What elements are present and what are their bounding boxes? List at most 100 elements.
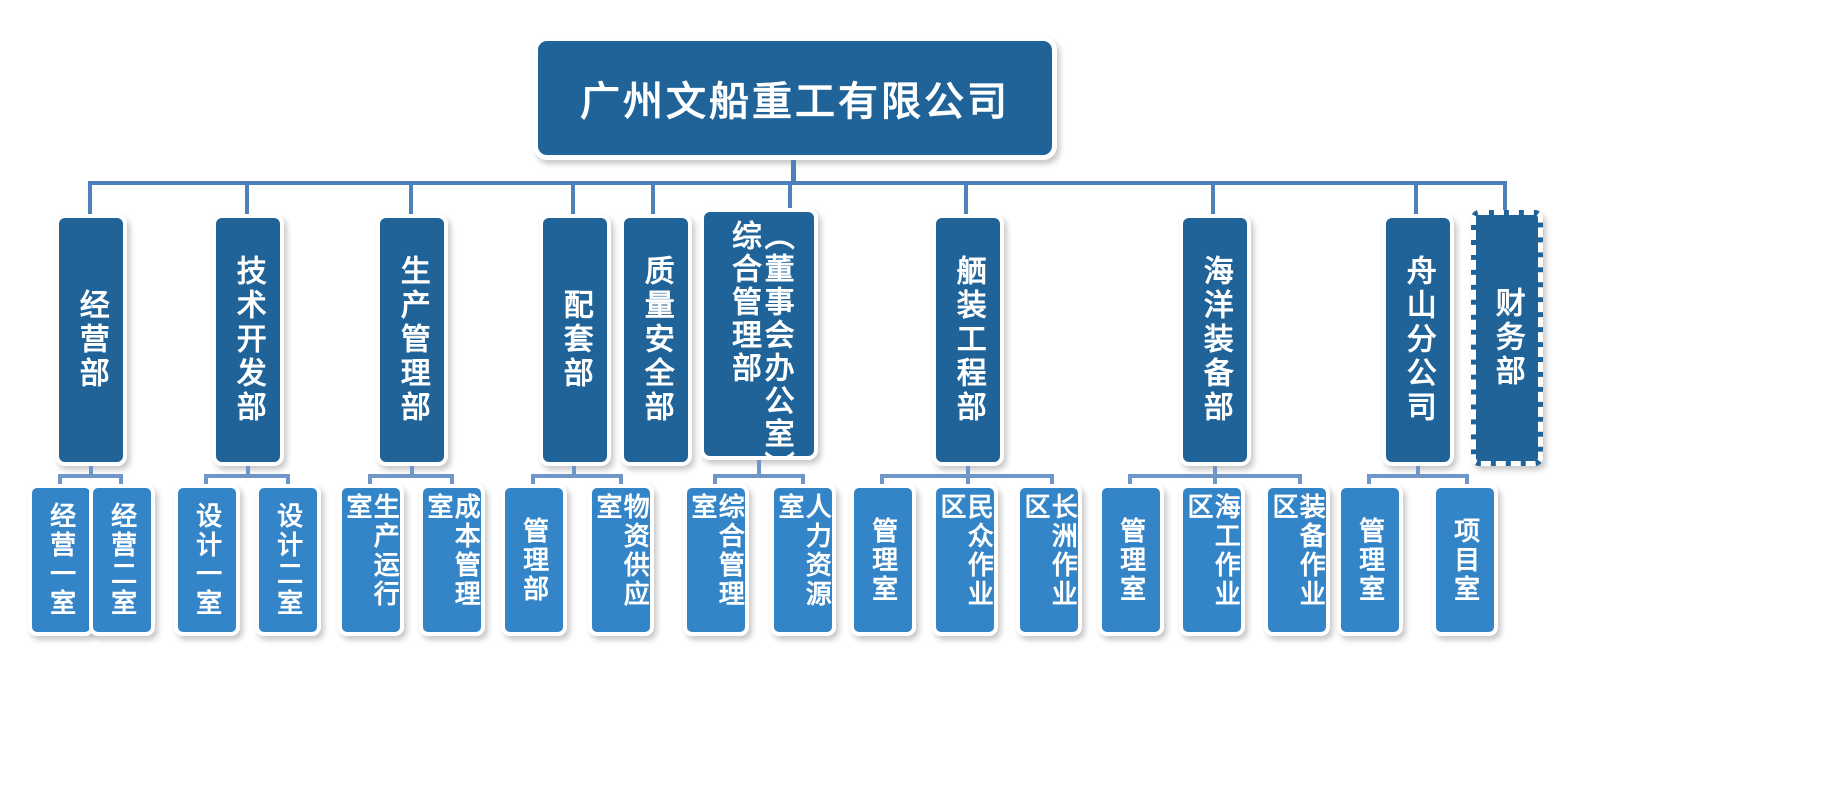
org-node-caiwu[interactable]: 财务部 [1471,210,1543,466]
connector-drop-jingying-1 [58,474,62,488]
org-node-haigongzuoyequ-label: 海工作业区 [1184,493,1242,609]
connector-bus-jishu [204,474,290,478]
org-node-zongheguanlishi-label: 综合管理室 [688,493,746,609]
org-node-wuzigongyingshi[interactable]: 物资供应室 [588,484,654,636]
org-node-jingying[interactable]: 经营部 [55,214,127,466]
org-node-shengchan[interactable]: 生产管理部 [376,214,448,466]
org-node-renliziyuanshi[interactable]: 人力资源室 [770,484,836,636]
org-node-haiyang-guanlishi[interactable]: 管理室 [1098,484,1164,636]
connector-drop-haiyang-1 [1128,474,1132,488]
org-node-zhuangbeizuoyequ-label: 装备作业区 [1269,493,1327,609]
connector-drop-xizhuang-2 [966,474,970,488]
org-node-root-label: 广州文船重工有限公司 [580,80,1010,124]
connector-bus-zonghe [713,474,805,478]
org-node-wuzigongyingshi-label: 物资供应室 [593,493,651,609]
connector-drop-shengchan [409,181,413,218]
connector-bus-peitao [531,474,623,478]
org-node-zhoushan-guanlishi[interactable]: 管理室 [1337,484,1403,636]
org-node-xizhuang[interactable]: 舾装工程部 [932,214,1004,466]
connector-stem-zonghe [757,460,761,478]
org-node-guanlibu[interactable]: 管理部 [501,484,567,636]
org-node-jingyingershi[interactable]: 经营二室 [89,484,155,636]
org-node-shejiershi-label: 设计二室 [273,502,304,618]
connector-drop-zhoushan-2 [1465,474,1469,488]
org-node-jingyingyishi[interactable]: 经营一室 [28,484,94,636]
connector-drop-zonghe [788,181,792,218]
org-node-shejiyishi-label: 设计一室 [192,502,223,618]
org-node-changzhouzuoyequ-label: 长洲作业区 [1021,493,1079,609]
org-node-zonghe[interactable]: （董事会办公室） 综合管理部 [700,208,818,460]
org-node-jishu[interactable]: 技术开发部 [212,214,284,466]
org-node-renliziyuanshi-label: 人力资源室 [775,493,833,609]
org-node-haigongzuoyequ[interactable]: 海工作业区 [1179,484,1245,636]
connector-drop-zhoushan-1 [1367,474,1371,488]
org-node-zhoushan[interactable]: 舟山分公司 [1382,214,1454,466]
connector-drop-jishu-2 [286,474,290,488]
connector-stem-haiyang [1213,466,1217,478]
connector-drop-haiyang-3 [1298,474,1302,488]
connector-drop-zhiliang [651,181,655,218]
connector-root-stem [791,160,796,183]
org-node-zonghe-label-sub: （董事会办公室） [759,220,793,460]
org-node-xiangmushi-label: 项目室 [1450,516,1481,604]
connector-stem-zhoushan [1416,466,1420,478]
org-node-zongheguanlishi[interactable]: 综合管理室 [683,484,749,636]
org-node-shejiyishi[interactable]: 设计一室 [174,484,240,636]
connector-drop-haiyang-2 [1213,474,1217,488]
connector-main-bus [88,181,1506,185]
org-node-caiwu-label: 财务部 [1490,287,1524,389]
org-node-xizhuang-guanlishi[interactable]: 管理室 [850,484,916,636]
org-node-shejiershi[interactable]: 设计二室 [255,484,321,636]
org-node-peitao-label: 配套部 [558,289,592,391]
org-node-root[interactable]: 广州文船重工有限公司 [533,36,1057,160]
org-node-jingyingershi-label: 经营二室 [107,502,138,618]
connector-stem-jingying [89,466,93,478]
connector-drop-jishu-1 [204,474,208,488]
org-node-zhiliang-label: 质量安全部 [639,255,673,425]
connector-drop-peitao-2 [619,474,623,488]
org-node-xiangmushi[interactable]: 项目室 [1432,484,1498,636]
org-node-shengchan-label: 生产管理部 [395,255,429,425]
connector-drop-zonghe-1 [713,474,717,488]
connector-stem-xizhuang [966,466,970,478]
org-node-guanlibu-label: 管理部 [519,516,550,604]
org-node-xizhuang-guanlishi-label: 管理室 [868,516,899,604]
org-node-zhoushan-label: 舟山分公司 [1401,255,1435,425]
org-node-zonghe-label-main: 综合管理部 [727,220,760,385]
connector-drop-xizhuang [964,181,968,218]
org-node-jishu-label: 技术开发部 [231,255,265,425]
org-node-shengchanyunxingshi[interactable]: 生产运行室 [338,484,404,636]
org-node-haiyang[interactable]: 海洋装备部 [1179,214,1251,466]
org-node-minzhongzuoyequ-label: 民众作业区 [937,493,995,609]
connector-bus-zhoushan [1367,474,1469,478]
org-node-haiyang-label: 海洋装备部 [1198,255,1232,425]
connector-stem-jishu [246,466,250,478]
org-node-jingyingyishi-label: 经营一室 [46,502,77,618]
connector-bus-shengchan [368,474,454,478]
org-node-zhoushan-guanlishi-label: 管理室 [1355,516,1386,604]
connector-drop-jishu [245,181,249,218]
org-node-xizhuang-label: 舾装工程部 [951,255,985,425]
connector-stem-shengchan [410,466,414,478]
org-node-zhiliang[interactable]: 质量安全部 [620,214,692,466]
org-node-peitao[interactable]: 配套部 [539,214,611,466]
org-node-changzhouzuoyequ[interactable]: 长洲作业区 [1016,484,1082,636]
connector-drop-xizhuang-1 [880,474,884,488]
org-node-haiyang-guanlishi-label: 管理室 [1116,516,1147,604]
org-node-zhuangbeizuoyequ[interactable]: 装备作业区 [1264,484,1330,636]
connector-drop-shengchan-1 [368,474,372,488]
connector-drop-jingying [88,181,92,218]
connector-drop-zhoushan [1414,181,1418,218]
org-node-chengbenguanlishi[interactable]: 成本管理室 [419,484,485,636]
connector-drop-haiyang [1211,181,1215,218]
connector-drop-jingying-2 [119,474,123,488]
org-node-chengbenguanlishi-label: 成本管理室 [424,493,482,609]
connector-bus-jingying [58,474,123,478]
connector-drop-xizhuang-3 [1050,474,1054,488]
connector-drop-caiwu [1503,181,1507,218]
connector-drop-shengchan-2 [450,474,454,488]
connector-drop-peitao [571,181,575,218]
org-node-minzhongzuoyequ[interactable]: 民众作业区 [932,484,998,636]
org-node-jingying-label: 经营部 [74,289,108,391]
